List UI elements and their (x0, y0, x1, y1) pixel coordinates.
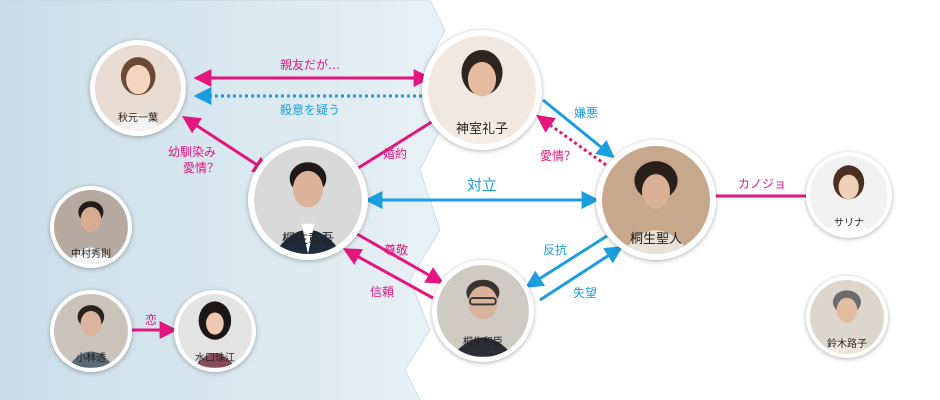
arrow-aijo (536, 114, 607, 167)
name-seito: 桐生聖人 (629, 231, 682, 247)
character-kamuro[interactable]: 神室礼子 (422, 30, 542, 150)
arrow-hanko (524, 234, 608, 288)
label-osananajimi-1: 幼馴染み (168, 145, 217, 159)
label-osananajimi-2: 愛情？ (183, 161, 220, 175)
portrait-kamuro (428, 36, 536, 144)
arrow-keno (542, 98, 615, 159)
arrow-shinrai (342, 248, 434, 300)
portrait-shogo (254, 146, 362, 254)
name-kobayashi: 小林透 (76, 353, 106, 365)
arrow-osananajimi (181, 116, 272, 174)
name-akimoto: 秋元一葉 (118, 113, 158, 125)
name-kamuro: 神室礼子 (455, 121, 508, 137)
label-shitsubo: 失望 (573, 286, 598, 300)
character-kobayashi[interactable]: 小林透 (50, 290, 132, 372)
portrait-mizuguchi (178, 294, 252, 368)
label-konyaku: 婚約 (383, 147, 408, 161)
character-seito[interactable]: 桐生聖人 (596, 140, 716, 260)
name-kazuomi: 桐生和臣 (463, 337, 503, 349)
name-nakamura: 中村秀則 (71, 249, 111, 261)
label-hanko: 反抗 (543, 243, 568, 257)
name-shogo: 桐生章吾 (281, 231, 334, 247)
label-keno: 嫌悪 (574, 106, 599, 120)
label-kanojo: カノジョ (738, 177, 787, 191)
character-nakamura[interactable]: 中村秀則 (50, 186, 132, 268)
portrait-akimoto (94, 44, 182, 132)
name-sarina: サリナ (834, 217, 864, 229)
label-shinrai: 信頼 (370, 285, 395, 299)
portrait-seito (602, 146, 710, 254)
label-sonkei: 尊敬 (384, 243, 409, 257)
arrow-sonkei (356, 232, 445, 284)
arrow-shitsubo (539, 246, 624, 302)
name-suzuki: 鈴木路子 (827, 339, 867, 351)
character-sarina[interactable]: サリナ (806, 152, 892, 238)
name-mizuguchi: 水口珠江 (195, 353, 235, 365)
label-shinyu: 親友だが… (280, 58, 341, 72)
character-akimoto[interactable]: 秋元一葉 (90, 40, 186, 136)
character-mizuguchi[interactable]: 水口珠江 (174, 290, 256, 372)
portrait-kazuomi (437, 265, 529, 357)
label-aijo: 愛情？ (540, 149, 577, 163)
label-tairitsu: 対立 (467, 176, 498, 194)
character-shogo[interactable]: 桐生章吾 (248, 140, 368, 260)
portrait-nakamura (54, 190, 128, 264)
line-konyaku (354, 116, 439, 172)
character-suzuki[interactable]: 鈴木路子 (806, 276, 888, 358)
portrait-suzuki (810, 280, 884, 354)
label-koi: 恋 (145, 313, 158, 327)
portrait-kobayashi (54, 294, 128, 368)
character-kazuomi[interactable]: 桐生和臣 (432, 260, 534, 362)
label-satsui: 殺意を疑う (280, 103, 341, 117)
portrait-sarina (810, 156, 888, 234)
